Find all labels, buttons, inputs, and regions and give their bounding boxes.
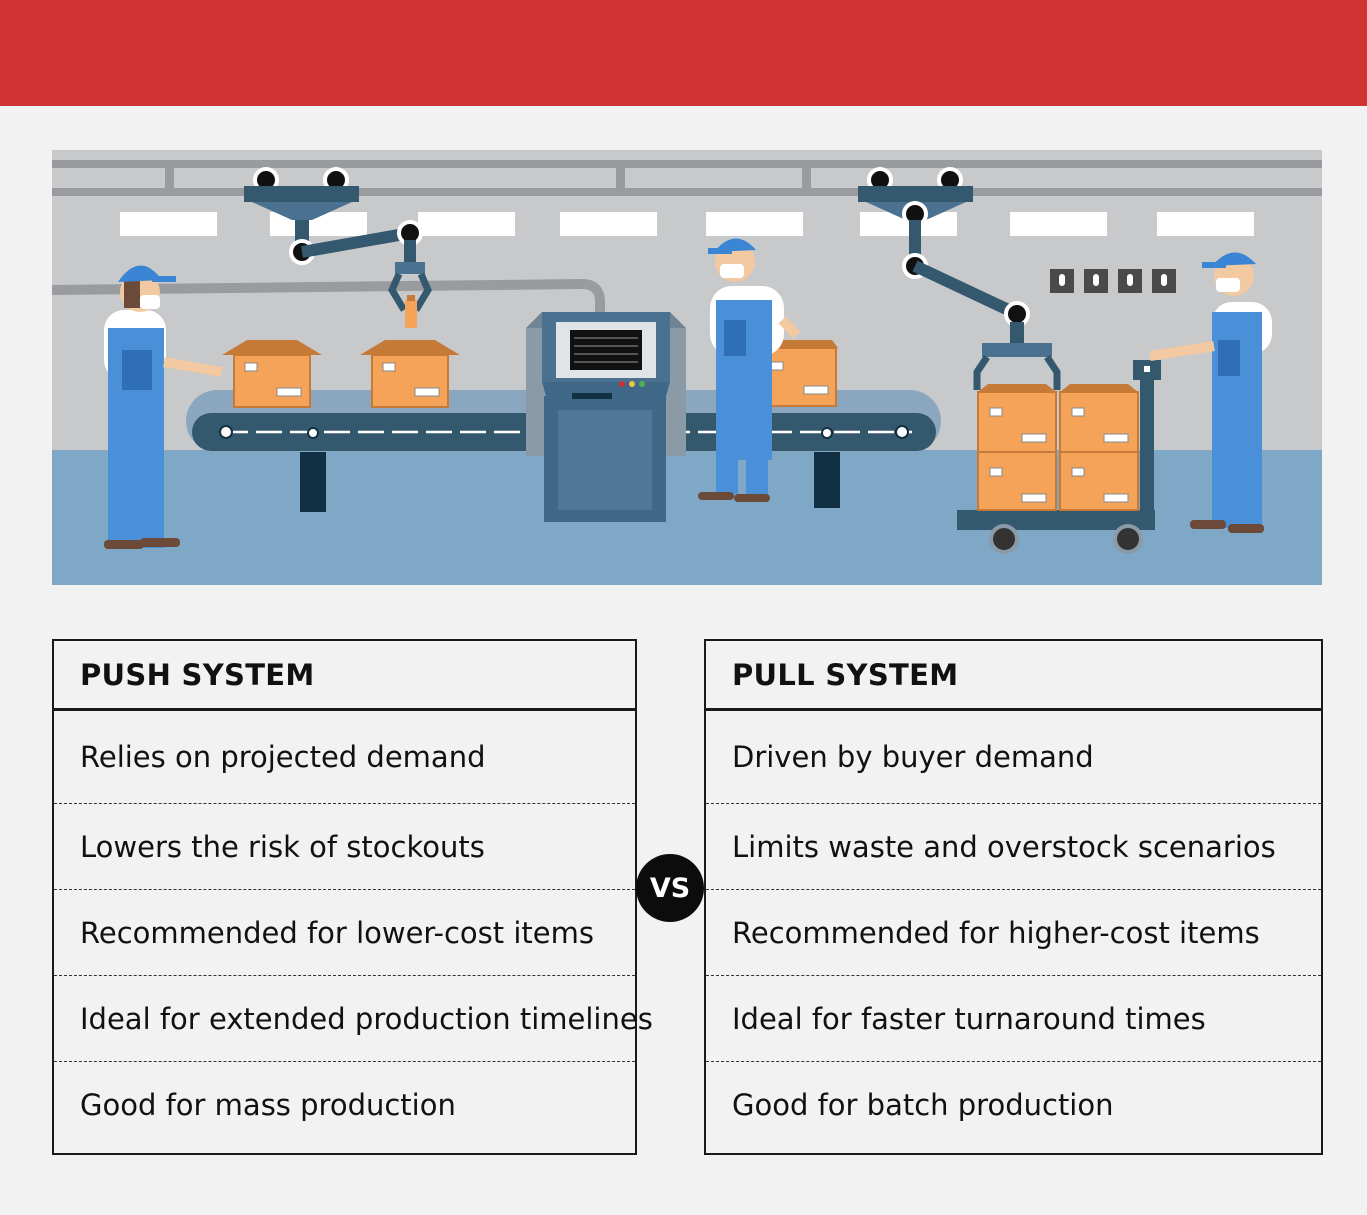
robot-arm-icon [858,167,1061,390]
wall-socket-icon [1050,269,1176,293]
factory-worker-icon [698,238,801,502]
push-system-panel: PUSH SYSTEM Relies on projected demand L… [52,639,653,1155]
push-item: Lowers the risk of stockouts [54,804,635,890]
factory-worker-icon [104,265,223,549]
top-banner [0,0,1367,106]
push-item: Ideal for extended production timelines [54,976,653,1062]
pull-system-panel: PULL SYSTEM Driven by buyer demand Limit… [704,639,1323,1155]
pull-item: Driven by buyer demand [706,711,1321,804]
vs-badge: VS [636,854,704,922]
control-machine-icon [526,312,686,522]
pull-system-title: PULL SYSTEM [706,641,1321,711]
push-item: Relies on projected demand [54,711,635,804]
pull-item: Good for batch production [732,1088,1114,1122]
pull-item: Ideal for faster turnaround times [706,976,1321,1062]
cardboard-box-icon [360,340,460,408]
push-item: Recommended for lower-cost items [54,890,635,976]
pull-item: Limits waste and overstock scenarios [706,804,1321,890]
factory-illustration [52,150,1322,585]
robot-arm-icon [244,167,432,328]
cardboard-box-icon [222,340,322,408]
hand-truck-icon [957,360,1161,554]
factory-worker-icon [1149,252,1272,533]
push-item: Good for mass production [80,1088,456,1122]
pull-item: Recommended for higher-cost items [706,890,1321,976]
push-system-title: PUSH SYSTEM [54,641,635,711]
cardboard-box-icon [759,340,838,407]
